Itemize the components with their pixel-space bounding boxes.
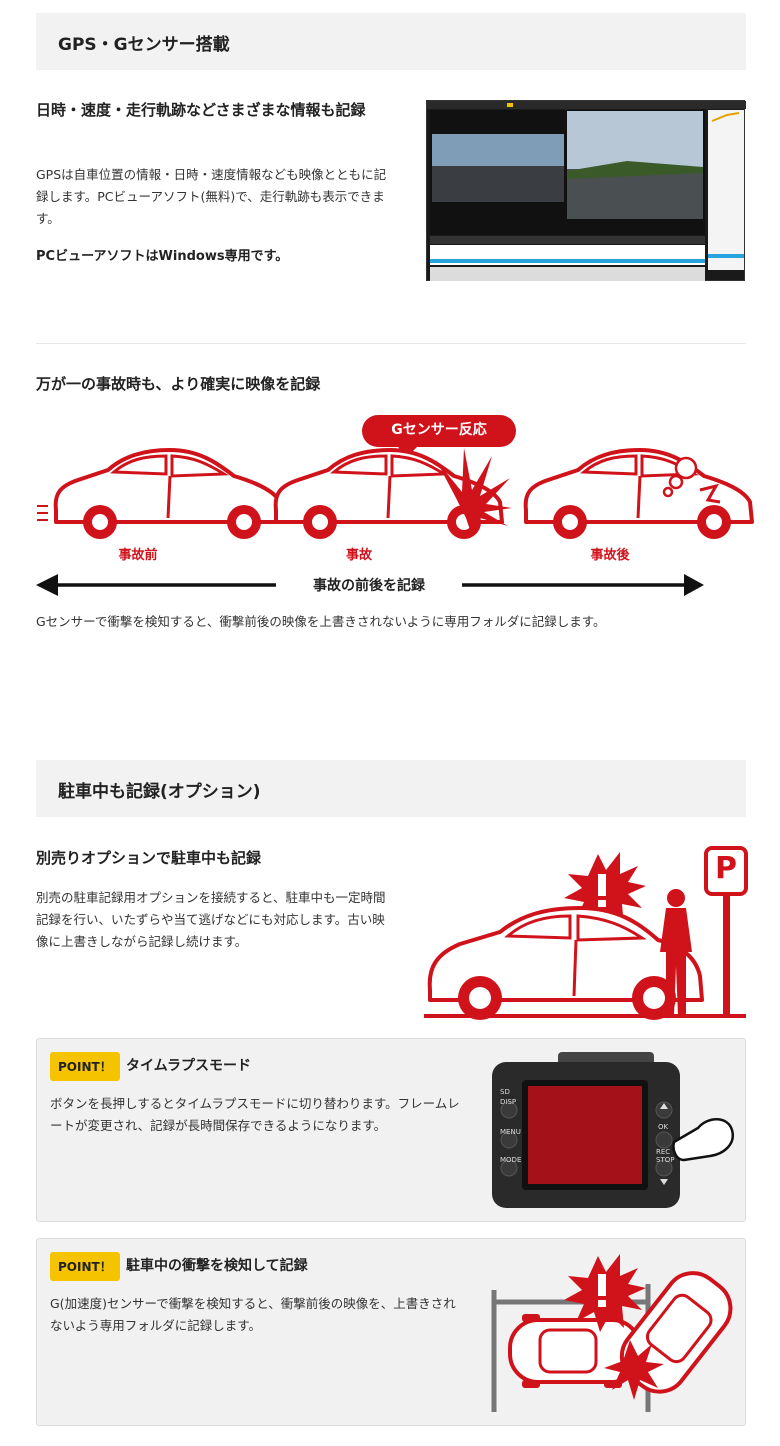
timeline-arrow-left-icon (36, 574, 276, 596)
section-divider (36, 343, 746, 344)
point-badge: POINT！ (50, 1052, 120, 1081)
parking-body: 別売の駐車記録用オプションを接続すると、駐車中も一定時間記録を行い、いたずらや当… (36, 890, 386, 949)
hitting-car-top-icon (619, 1271, 733, 1394)
point-impact-body: G(加速度)センサーで衝撃を検知すると、衝撃前後の映像を、上書きされないよう専用… (50, 1296, 456, 1333)
g-sensor-bubble-label: Gセンサー反応 (391, 422, 487, 438)
label-accident: 事故 (345, 548, 372, 563)
gps-note: PCビューアソフトはWindows専用です。 (36, 249, 289, 264)
timeline-arrow-right-icon (462, 574, 704, 596)
impact-burst-icon-2 (604, 1340, 664, 1400)
label-before: 事故前 (118, 548, 158, 563)
gps-section-header: GPS・Gセンサー搭載 (36, 13, 746, 70)
parked-car-icon (427, 906, 704, 1020)
impact-burst-icon (436, 448, 512, 530)
timeline-label: 事故の前後を記録 (313, 578, 425, 594)
button-label-mode: MODE (500, 1156, 522, 1164)
motion-lines-icon (37, 505, 48, 521)
button-label-menu: MENU (500, 1128, 521, 1136)
button-label-disp: DISP (500, 1098, 517, 1106)
accident-heading: 万が一の事故時も、より確実に映像を記録 (36, 375, 321, 393)
car-after-icon (523, 448, 754, 541)
car-before-icon (53, 448, 284, 541)
person-icon (660, 889, 692, 1016)
point-impact-title: 駐車中の衝撃を検知して記録 (126, 1258, 308, 1274)
parking-sign-icon (704, 846, 748, 1016)
accident-illustration (36, 415, 754, 596)
button-label-ok: OK (658, 1123, 669, 1131)
parking-section-title: 駐車中も記録(オプション) (58, 782, 261, 802)
point-timelapse-body: ボタンを長押しするとタイムラプスモードに切り替わります。フレームレートが変更され… (50, 1096, 460, 1133)
point-badge-2: POINT！ (50, 1252, 120, 1281)
parking-section-header: 駐車中も記録(オプション) (36, 760, 746, 817)
dent-icon (699, 483, 721, 504)
pointing-hand-icon (672, 1118, 735, 1162)
alert-burst-icon-2 (564, 1254, 646, 1332)
accident-body: Gセンサーで衝撃を検知すると、衝撃前後の映像を上書きされないように専用フォルダに… (36, 614, 606, 629)
gps-section-title: GPS・Gセンサー搭載 (58, 35, 230, 55)
button-label-stop: STOP (656, 1156, 675, 1164)
button-label-rec: REC (656, 1148, 671, 1156)
smoke-icon (662, 456, 698, 498)
parking-illustration (424, 846, 748, 1020)
gps-heading: 日時・速度・走行軌跡などさまざまな情報も記録 (36, 101, 366, 119)
point-timelapse-title: タイムラプスモード (126, 1058, 252, 1074)
pc-viewer-screenshot (426, 100, 746, 281)
button-label-sd: SD (500, 1088, 510, 1096)
parking-sign-label: P (715, 851, 737, 886)
gps-body: GPSは自車位置の情報・日時・速度情報なども映像とともに記録します。PCビューア… (36, 167, 387, 226)
parking-heading: 別売りオプションで駐車中も記録 (36, 849, 262, 867)
parking-collision-illustration (491, 1254, 733, 1412)
label-after: 事故後 (590, 548, 630, 563)
dashcam-device-illustration (492, 1052, 735, 1208)
